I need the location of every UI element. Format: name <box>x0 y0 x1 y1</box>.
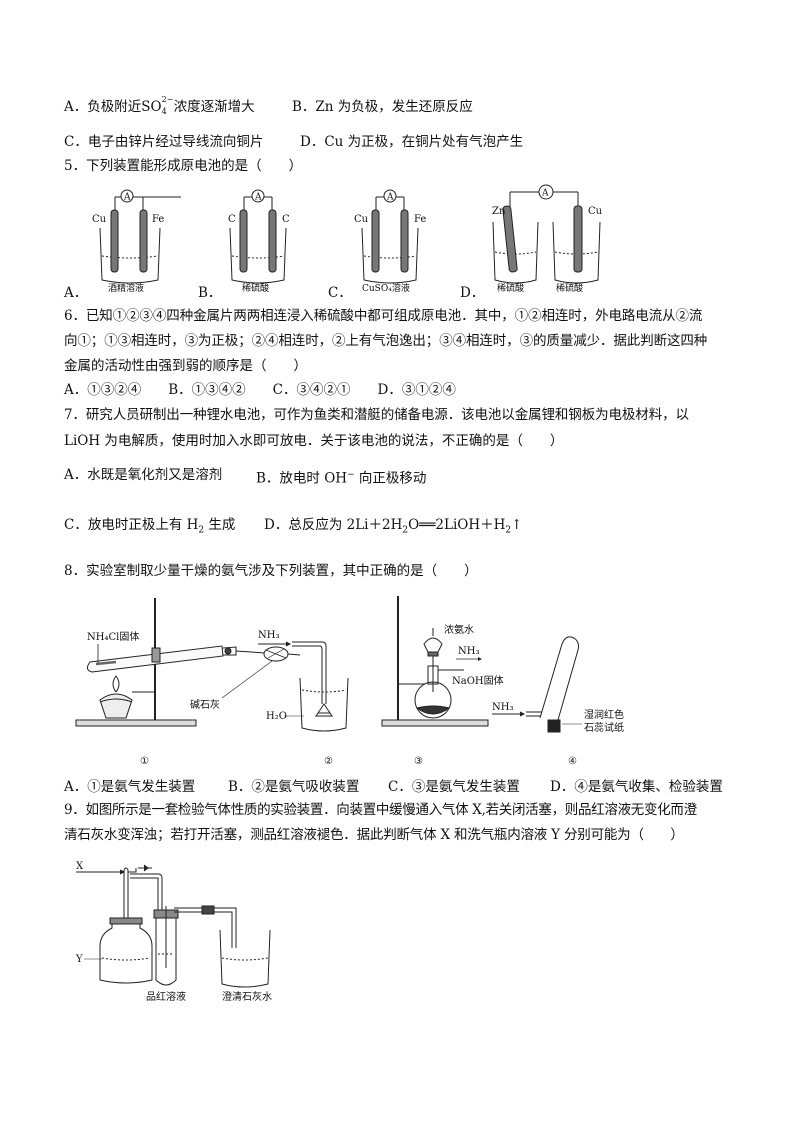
label-magenta: 品红溶液 <box>146 990 186 1003</box>
q6-line-1: 6．已知①②③④四种金属片两两相连浸入稀硫酸中都可组成原电池．其中，①②相连时，… <box>64 308 703 324</box>
q7-option-b: B．放电时 OH− 向正极移动 <box>256 470 427 487</box>
q8-figure: NH₄Cl固体 碱石灰 ① NH₃ H₂O ② 浓氨水 NH₃ NaOH固体 ③ <box>75 596 624 767</box>
ammeter-c: A <box>386 193 394 203</box>
q9-line-1: 9．如图所示是一套检验气体性质的实验装置．向装置中缓慢通入气体 X,若关闭活塞，… <box>64 802 697 818</box>
ammeter-d: A <box>541 189 549 199</box>
label-litmus-line1: 湿润红色 <box>584 708 624 721</box>
label-solution-y: Y <box>75 954 83 965</box>
q5-option-c-letter: C． <box>328 285 352 301</box>
label-nh3-out: NH₃ <box>458 646 479 657</box>
electrode-label-cu-d: Cu <box>588 206 603 217</box>
q8-option-d: D．④是氨气收集、检验装置 <box>550 779 723 795</box>
solution-label-alcohol: 酒精溶液 <box>108 282 144 294</box>
solution-label-d2: 稀硫酸 <box>556 282 583 294</box>
label-soda-lime: 碱石灰 <box>190 698 220 711</box>
q7-line-2: LiOH 为电解质，使用时加入水即可放电．关于该电池的说法，不正确的是（ ） <box>64 433 564 449</box>
label-num-3: ③ <box>414 756 423 767</box>
q4-option-b: B．Zn 为负极，发生还原反应 <box>292 99 473 115</box>
q9-figure: X Y 品红溶液 澄清石灰水 <box>75 861 272 1003</box>
q8-stem: 8．实验室制取少量干燥的氨气涉及下列装置，其中正确的是（ ） <box>64 563 478 579</box>
label-water: H₂O <box>266 711 287 722</box>
electrode-label-cu: Cu <box>92 214 107 225</box>
ammeter-b: A <box>254 193 262 203</box>
q6-line-3: 金属的活动性由强到弱的顺序是（ ） <box>64 358 307 374</box>
q6-line-2: 向①；①③相连时，③为正极；②④相连时，②上有气泡逸出；③④相连时，③的质量减少… <box>64 333 708 349</box>
solution-label-sulfuric: 稀硫酸 <box>242 282 269 294</box>
q8-option-a: A．①是氨气发生装置 <box>64 779 196 795</box>
q5-option-a-letter: A． <box>64 285 88 301</box>
label-limewater: 澄清石灰水 <box>222 990 272 1003</box>
solution-label-cuso4: CuSO₄溶液 <box>362 282 410 294</box>
apparatus-d <box>492 184 601 284</box>
label-gas-x: X <box>76 861 84 872</box>
apparatus-c <box>361 189 419 284</box>
label-conc-ammonia: 浓氨水 <box>444 623 474 636</box>
label-nh4cl-solid: NH₄Cl固体 <box>87 631 139 643</box>
q8-option-b: B．②是氨气吸收装置 <box>228 779 360 795</box>
apparatus-3-generator <box>381 596 489 727</box>
label-nh3-inlet: NH₃ <box>258 630 279 641</box>
q5-option-d-letter: D． <box>460 285 485 301</box>
electrode-label-fe: Fe <box>152 214 164 225</box>
q5-figure: A Cu Fe 酒精溶液 A C C 稀硫酸 A Cu Fe CuSO₄溶液 <box>92 184 603 294</box>
electrode-label-c-left: C <box>228 214 236 225</box>
q4-option-c: C．电子由锌片经过导线流向铜片 <box>64 134 264 150</box>
q7-option-d: D．总反应为 2Li＋2H2O══2LiOH＋H2↑ <box>264 517 523 536</box>
apparatus-1-heating <box>75 598 301 727</box>
q7-option-a: A．水既是氧化剂又是溶剂 <box>64 467 223 483</box>
q9-apparatus <box>76 864 271 988</box>
apparatus-4-collection <box>492 636 579 733</box>
q5-stem: 5．下列装置能形成原电池的是（ ） <box>64 158 303 174</box>
label-num-1: ① <box>140 756 149 767</box>
label-naoh-solid: NaOH固体 <box>452 675 504 687</box>
q6-options: A．①③②④ B．①③④② C．③④②① D．③①②④ <box>64 382 456 398</box>
electrode-label-cu-c: Cu <box>354 214 369 225</box>
apparatus-a <box>99 189 181 284</box>
solution-label-d1: 稀硫酸 <box>497 282 524 294</box>
q8-option-c: C．③是氨气发生装置 <box>388 779 520 795</box>
label-num-4: ④ <box>568 756 577 767</box>
label-nh3-collect: NH₃ <box>492 702 513 713</box>
apparatus-b <box>229 189 287 284</box>
electrode-label-zn: Zn <box>492 206 506 217</box>
q5-option-b-letter: B． <box>198 285 222 301</box>
electrode-label-fe-c: Fe <box>414 214 426 225</box>
electrode-label-c-right: C <box>282 214 290 225</box>
q9-line-2: 清石灰水变浑浊；若打开活塞，测品红溶液褪色．据此判断气体 X 和洗气瓶内溶液 Y… <box>64 827 684 843</box>
q7-line-1: 7．研究人员研制出一种锂水电池，可作为鱼类和潜艇的储备电源．该电池以金属锂和钢板… <box>64 407 689 423</box>
label-num-2: ② <box>324 756 333 767</box>
apparatus-2-absorption <box>258 641 349 732</box>
ammeter-a: A <box>123 193 131 203</box>
label-litmus-line2: 石蕊试纸 <box>584 721 624 734</box>
q7-option-c: C．放电时正极上有 H2 生成 <box>64 517 236 536</box>
q4-option-d: D．Cu 为正极，在铜片处有气泡产生 <box>300 134 524 150</box>
